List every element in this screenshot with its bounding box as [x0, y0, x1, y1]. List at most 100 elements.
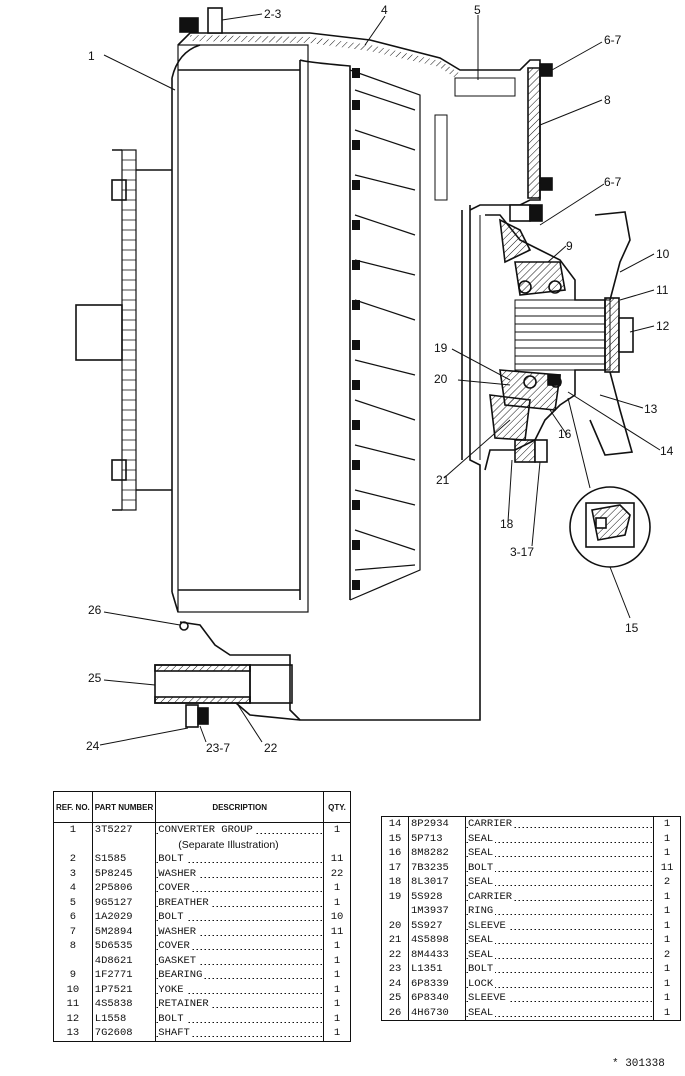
part-number-cell: 8M8282	[408, 846, 466, 861]
qty-cell: 1	[663, 832, 671, 845]
part-number-cell: 7B3235	[408, 860, 466, 875]
qty-cell: 1	[333, 940, 341, 953]
description-cell: SEAL	[465, 1005, 654, 1021]
description-cell: COVER	[155, 881, 324, 896]
description-cell: RING	[465, 904, 654, 919]
description-cell: BOLT	[155, 910, 324, 925]
description-cell: SEAL	[465, 933, 654, 948]
table-row: (Separate Illustration)	[53, 837, 351, 852]
ref-cell	[53, 837, 93, 852]
part-number-cell: 5M2894	[92, 924, 157, 939]
ref-cell	[53, 953, 93, 968]
ref-cell: 7	[53, 924, 93, 939]
table-header-row: REF. NO. PART NUMBER DESCRIPTION QTY.	[53, 791, 351, 823]
part-number-cell: 5S927	[408, 918, 466, 933]
ref-cell: 5	[53, 895, 93, 910]
callout-5: 5	[474, 3, 481, 17]
description-cell: BOLT	[465, 860, 654, 875]
part-number-cell: 4D8621	[92, 953, 157, 968]
part-number-cell: 4S5838	[92, 997, 157, 1012]
drawing-reference-number: * 301338	[612, 1058, 665, 1070]
part-number-cell: L1558	[92, 1011, 157, 1026]
part-number-cell: 6P8339	[408, 976, 466, 991]
qty-cell: 1	[663, 977, 671, 990]
callout-26: 26	[88, 603, 102, 617]
callout-25: 25	[88, 671, 102, 685]
ref-cell: 6	[53, 910, 93, 925]
callout-23-7: 23-7	[206, 741, 230, 755]
qty-cell: 11	[660, 861, 674, 874]
sleeve-assembly	[154, 664, 301, 728]
ref-cell: 26	[381, 1005, 409, 1021]
exploded-section-drawing: 1 2-3 4 5 6-7 8 6-7 9 10 11 12 19 20 13 …	[75, 3, 674, 755]
part-number-header: PART NUMBER	[92, 791, 157, 823]
ref-no-header: REF. NO.	[53, 791, 93, 823]
ref-cell: 15	[381, 831, 409, 846]
qty-cell: 1	[663, 1006, 671, 1019]
part-number-cell: 1F2771	[92, 968, 157, 983]
callout-10: 10	[656, 247, 670, 261]
callout-8: 8	[604, 93, 611, 107]
callout-15: 15	[625, 621, 639, 635]
part-number-cell: S1585	[92, 852, 157, 867]
qty-cell: 2	[663, 876, 671, 889]
description-cell: BOLT	[155, 852, 324, 867]
description-cell: WASHER	[155, 924, 324, 939]
callout-1: 1	[88, 49, 95, 63]
description-cell: CARRIER	[465, 889, 654, 904]
callout-6-7-top: 6-7	[604, 33, 622, 47]
flywheel-ring-gear	[111, 149, 172, 511]
qty-cell: 2	[663, 948, 671, 961]
qty-cell: 1	[663, 963, 671, 976]
qty-cell: 22	[330, 867, 344, 880]
converter-housing	[171, 44, 201, 613]
part-number-cell: 7G2608	[92, 1026, 157, 1041]
callout-22: 22	[264, 741, 278, 755]
qty-cell: 11	[330, 925, 344, 938]
description-cell: BREATHER	[155, 895, 324, 910]
retainer	[604, 297, 620, 373]
description-cell: GASKET	[155, 953, 324, 968]
description-cell: SLEEVE	[465, 991, 654, 1006]
qty-cell: 1	[663, 905, 671, 918]
description-cell: CONVERTER GROUP	[155, 822, 324, 838]
callout-2-3: 2-3	[264, 7, 282, 21]
callout-18: 18	[500, 517, 514, 531]
callout-14: 14	[660, 444, 674, 458]
qty-cell: 1	[333, 896, 341, 909]
qty-cell: 1	[663, 890, 671, 903]
callout-9: 9	[566, 239, 573, 253]
ref-cell: 25	[381, 991, 409, 1006]
qty-cell: 1	[333, 998, 341, 1011]
part-number-cell: 5S928	[408, 889, 466, 904]
qty-header: QTY.	[323, 791, 351, 823]
part-number-cell: 9G5127	[92, 895, 157, 910]
ref-cell: 19	[381, 889, 409, 904]
description-cell: SLEEVE	[465, 918, 654, 933]
part-number-cell: 1P7521	[92, 982, 157, 997]
ref-cell: 20	[381, 918, 409, 933]
callout-11: 11	[656, 283, 669, 297]
qty-cell: 11	[330, 853, 344, 866]
output-housing	[179, 205, 481, 721]
part-number-cell: 1A2029	[92, 910, 157, 925]
part-number-cell: 8L3017	[408, 875, 466, 890]
qty-cell: 1	[333, 969, 341, 982]
callout-12: 12	[656, 319, 670, 333]
part-number-cell: L1351	[408, 962, 466, 977]
ref-cell: 11	[53, 997, 93, 1012]
